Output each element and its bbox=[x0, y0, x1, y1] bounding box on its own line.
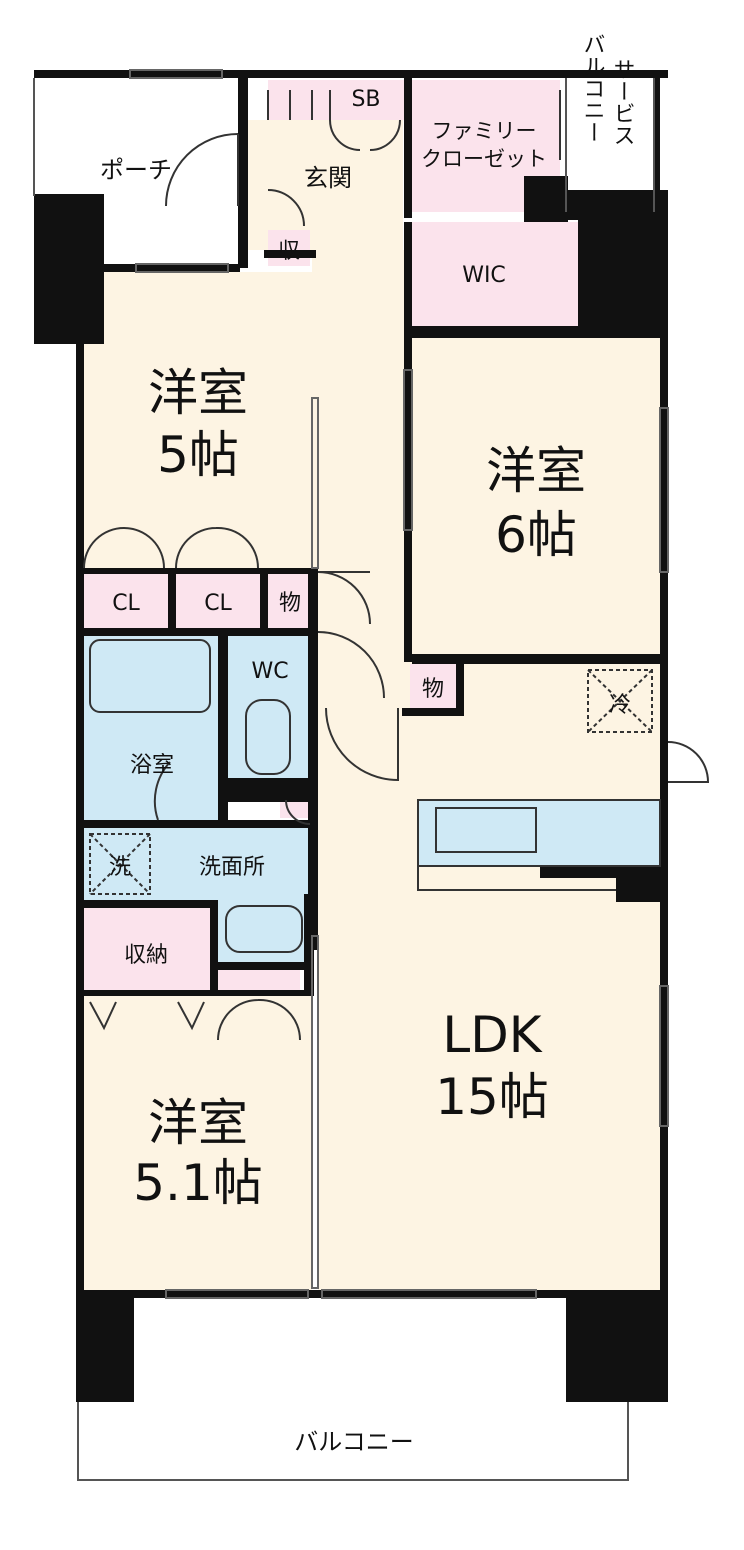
washbasin bbox=[225, 905, 303, 953]
shu-floor bbox=[268, 230, 310, 266]
fridge-label: 冷 bbox=[609, 693, 631, 718]
genkan-label: 玄関 bbox=[304, 164, 352, 192]
labels: ポーチ 玄関 SB 収 ファミリー クローゼット サービス バルコニー WIC … bbox=[100, 33, 635, 1456]
western-room-51-name: 洋室 bbox=[148, 1094, 248, 1152]
windows bbox=[129, 69, 669, 1299]
ldk-size: 15帖 bbox=[435, 1068, 549, 1126]
mono2-label: 物 bbox=[422, 677, 444, 702]
western-room-5-floor bbox=[84, 272, 312, 568]
western-room-5-name: 洋室 bbox=[148, 364, 248, 422]
bath-label: 浴室 bbox=[130, 753, 174, 778]
bathtub bbox=[89, 639, 211, 713]
service-balcony-label-line2: バルコニー bbox=[580, 33, 605, 143]
mono1-label: 物 bbox=[279, 591, 301, 616]
sb-label: SB bbox=[351, 87, 380, 112]
genkan-floor bbox=[248, 120, 403, 250]
cl1-floor bbox=[84, 574, 168, 628]
washer-label: 洗 bbox=[109, 855, 131, 880]
ldk-name: LDK bbox=[442, 1006, 542, 1064]
room-fills bbox=[84, 80, 660, 1290]
fridge-space bbox=[587, 669, 653, 733]
toilet bbox=[245, 699, 291, 775]
sb-floor bbox=[268, 80, 404, 120]
washroom-label: 洗面所 bbox=[199, 855, 265, 880]
mono1-floor bbox=[268, 574, 312, 628]
kitchen-sink bbox=[435, 807, 537, 853]
family-closet-label-line1: ファミリー bbox=[432, 119, 537, 143]
western-room-6-name: 洋室 bbox=[486, 442, 586, 500]
balconies bbox=[33, 78, 655, 1481]
ldk-floor bbox=[318, 662, 660, 1290]
wic-label: WIC bbox=[462, 263, 506, 288]
cl1-label: CL bbox=[112, 591, 140, 616]
storage-floor bbox=[84, 908, 210, 990]
storage-label: 収納 bbox=[124, 943, 168, 968]
mono2-floor bbox=[410, 664, 456, 708]
doors bbox=[83, 90, 710, 1041]
fixtures bbox=[89, 639, 661, 953]
western-room-6-floor bbox=[412, 338, 660, 654]
wic-floor bbox=[412, 222, 578, 326]
washer-space bbox=[89, 833, 151, 895]
western-room-51-floor bbox=[84, 990, 312, 1290]
cl2-floor bbox=[176, 574, 260, 628]
wc-label: WC bbox=[251, 659, 288, 684]
hall-floor bbox=[312, 250, 410, 670]
shu-label: 収 bbox=[278, 239, 300, 264]
storage-small-floor bbox=[218, 970, 300, 992]
balcony-label: バルコニー bbox=[294, 1428, 414, 1456]
service-balcony-label-line1: サービス bbox=[610, 58, 635, 146]
wash-corner-floor bbox=[280, 800, 308, 818]
western-room-6-size: 6帖 bbox=[495, 506, 577, 564]
family-closet-label-line2: クローゼット bbox=[421, 147, 547, 171]
walls bbox=[34, 70, 668, 1402]
porch-label: ポーチ bbox=[100, 156, 172, 184]
cl2-label: CL bbox=[204, 591, 232, 616]
western-room-51-size: 5.1帖 bbox=[133, 1154, 263, 1212]
western-room-5-size: 5帖 bbox=[157, 426, 239, 484]
